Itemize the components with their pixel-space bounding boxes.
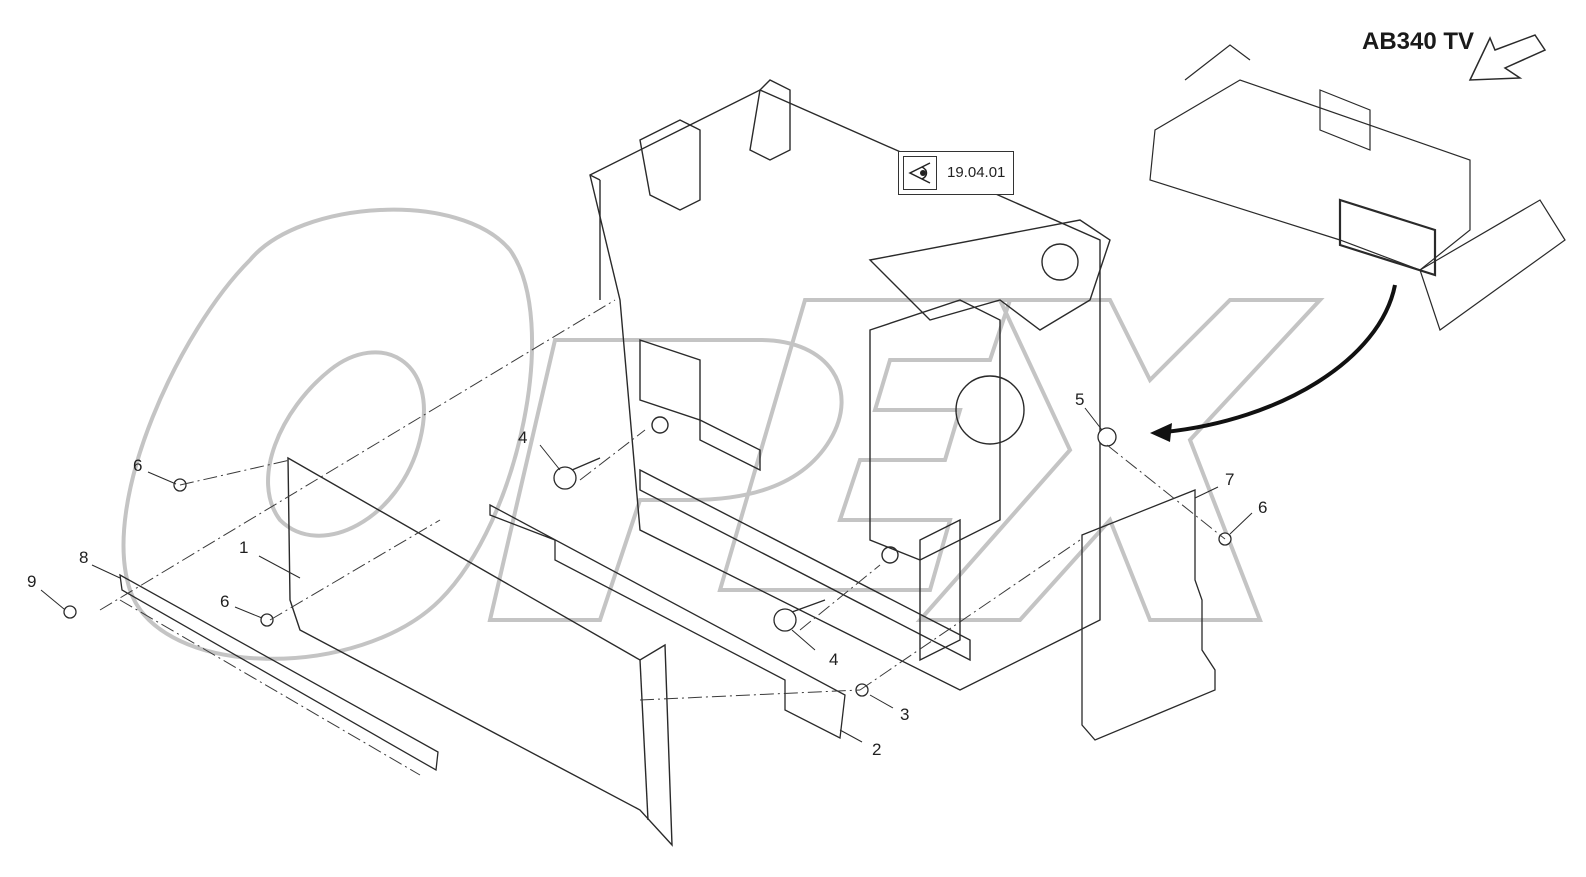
callout-2: 2 (872, 740, 882, 759)
callout-1: 1 (239, 538, 249, 557)
machine-thumbnail (1149, 44, 1566, 331)
strip-8 (119, 573, 439, 772)
callout-6: 6 (133, 456, 143, 475)
callout-5: 5 (1075, 390, 1085, 409)
callout-4: 4 (829, 650, 839, 669)
side-plate-7 (1081, 489, 1216, 741)
cover-plate-1 (287, 456, 673, 847)
watermark-logo (121, 207, 1325, 661)
reference-label: 19.04.01 (947, 164, 1006, 181)
pointer-arrow (1150, 284, 1397, 442)
callout-7: 7 (1225, 470, 1235, 489)
callout-3: 3 (900, 705, 910, 724)
leader-lines (40, 407, 1253, 743)
eye-view-icon (903, 156, 937, 190)
callout-9: 9 (27, 572, 37, 591)
model-title: AB340 TV (1362, 28, 1475, 55)
reference-box[interactable]: 19.04.01 (898, 151, 1014, 195)
strip-2 (489, 503, 846, 740)
assembly-lines (99, 299, 1226, 776)
callout-6: 6 (220, 592, 230, 611)
callout-6: 6 (1258, 498, 1268, 517)
callout-8: 8 (79, 548, 89, 567)
view-direction-arrow (1468, 34, 1547, 81)
callout-4: 4 (518, 428, 528, 447)
frame-housing (589, 79, 1111, 691)
